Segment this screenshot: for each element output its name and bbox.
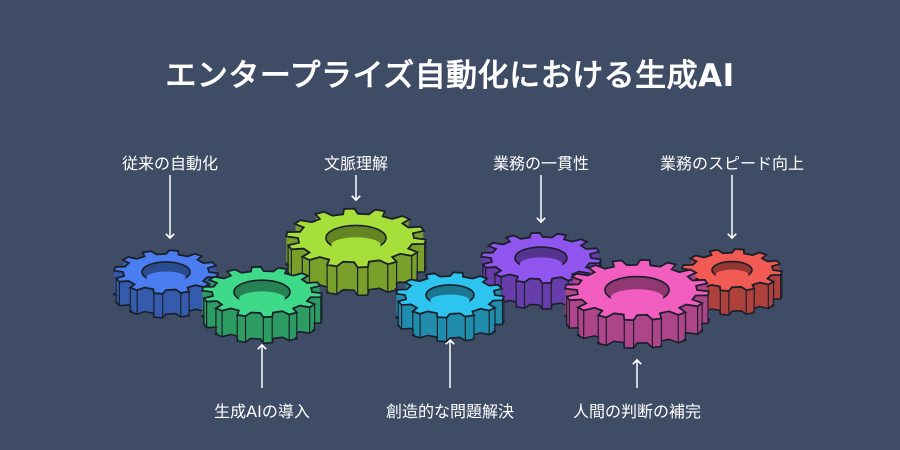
gear-cyan <box>394 271 506 343</box>
label-context-understanding: 文脈理解 <box>323 154 389 173</box>
gear-green <box>200 265 324 345</box>
gear-pink <box>563 258 711 350</box>
label-creative-problem-solving: 創造的な問題解決 <box>385 402 515 421</box>
gear-lime <box>284 207 428 297</box>
label-business-consistency: 業務の一貫性 <box>492 154 590 173</box>
diagram-title: エンタープライズ自動化における生成AI <box>165 58 735 94</box>
gear-purple <box>479 231 603 311</box>
label-business-speed: 業務のスピード向上 <box>659 154 805 173</box>
label-human-judgment-support: 人間の判断の補完 <box>572 402 702 421</box>
label-traditional-automation: 従来の自動化 <box>121 154 219 173</box>
label-genai-introduction: 生成AIの導入 <box>214 402 310 421</box>
gear-blue <box>112 249 220 319</box>
